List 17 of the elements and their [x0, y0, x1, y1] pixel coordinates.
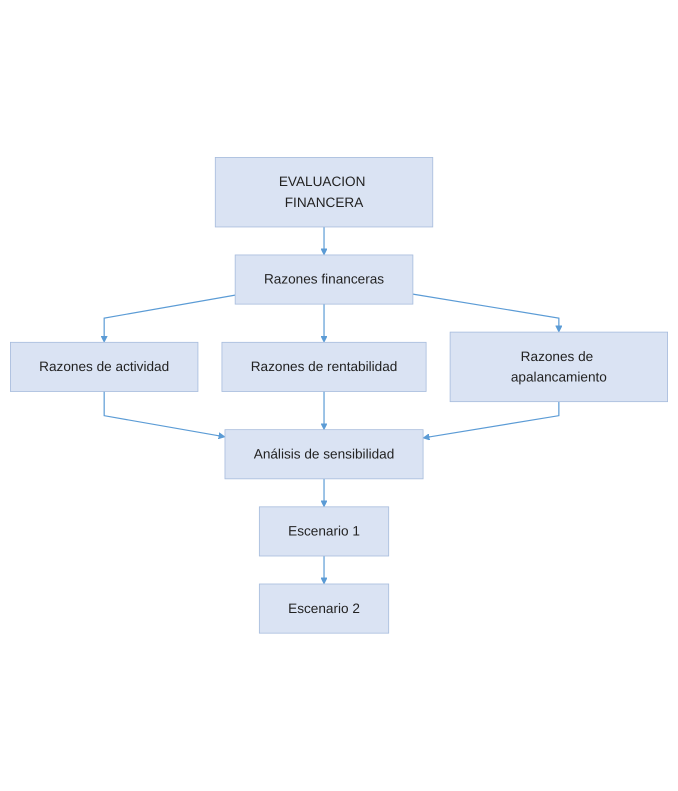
node-box: Razones financeras	[234, 254, 414, 305]
node-box: Análisis de sensibilidad	[224, 429, 424, 480]
node-box: Escenario 2	[258, 584, 390, 634]
node-box: Razones de apalancamiento	[450, 332, 668, 402]
arrow	[320, 392, 328, 430]
node-box: Escenario 1	[258, 506, 390, 557]
arrow	[320, 556, 328, 585]
arrow	[412, 294, 562, 333]
arrow	[320, 227, 328, 256]
node-box: EVALUACION FINANCERA	[214, 157, 434, 228]
arrow	[104, 392, 226, 440]
node-box: Razones de rentabilidad	[222, 342, 427, 392]
node-box: Razones de actividad	[10, 342, 198, 392]
arrow	[422, 402, 560, 441]
arrow	[320, 304, 328, 343]
arrow	[100, 294, 236, 343]
arrow	[320, 479, 328, 508]
